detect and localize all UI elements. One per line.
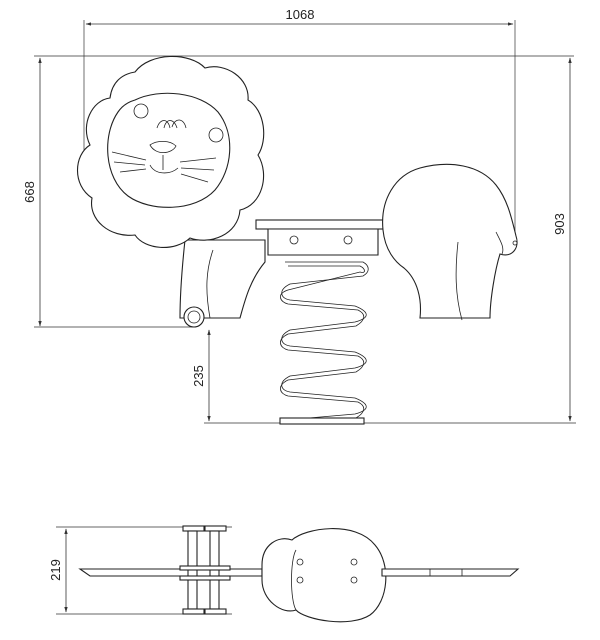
plan-view: 219	[48, 525, 520, 623]
dimension-label-width: 1068	[286, 7, 315, 22]
mounting-block	[267, 228, 379, 256]
dimension-label-668: 668	[22, 181, 37, 203]
spring-coil	[279, 261, 369, 425]
dimension-label-235: 235	[191, 365, 206, 387]
seat-top	[261, 528, 387, 623]
handle-posts	[179, 525, 231, 615]
elevation-view: 1068 668 903 235	[22, 7, 576, 425]
seat-board	[255, 219, 391, 230]
elephant-top-board	[381, 568, 520, 577]
lion-top-board	[78, 568, 263, 577]
dimension-overall-height: 903	[204, 57, 576, 424]
dimension-seat-clearance: 235	[191, 329, 211, 422]
lion-body	[179, 239, 266, 328]
dimension-label-903: 903	[552, 213, 567, 235]
elephant-body	[382, 163, 518, 321]
dimension-head-height: 668	[22, 57, 196, 328]
lion-head	[77, 55, 265, 248]
dimension-label-219: 219	[48, 559, 63, 581]
